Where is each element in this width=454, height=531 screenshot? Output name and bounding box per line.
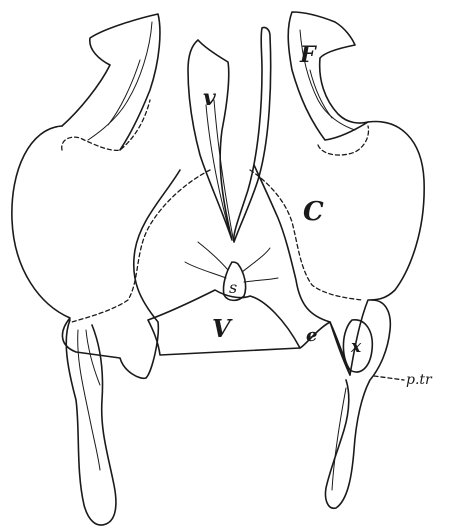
- right-leg-inner: [332, 388, 346, 490]
- left-process-outline: [62, 14, 160, 150]
- left-process-inner: [88, 22, 152, 140]
- left-dashed-boundary: [62, 100, 150, 150]
- label-e: e: [306, 325, 317, 346]
- left-leg-inner-2: [86, 330, 100, 385]
- label-v-upper: v: [203, 85, 216, 111]
- left-dashed-curve: [72, 170, 210, 322]
- left-leg-inner: [78, 330, 100, 470]
- label-V-lower: V: [212, 314, 233, 343]
- left-process-inner-2: [108, 60, 140, 125]
- label-C: C: [303, 197, 324, 227]
- right-capsule-outline: [254, 122, 424, 375]
- label-ptr: p.tr: [406, 372, 433, 388]
- label-F: F: [299, 42, 317, 68]
- ptr-leader: [374, 376, 404, 380]
- label-x: x: [350, 337, 362, 357]
- left-capsule-outline: [12, 126, 180, 378]
- right-slender-rod: [234, 27, 271, 242]
- right-dashed-curve: [250, 170, 362, 300]
- label-s: s: [229, 278, 237, 297]
